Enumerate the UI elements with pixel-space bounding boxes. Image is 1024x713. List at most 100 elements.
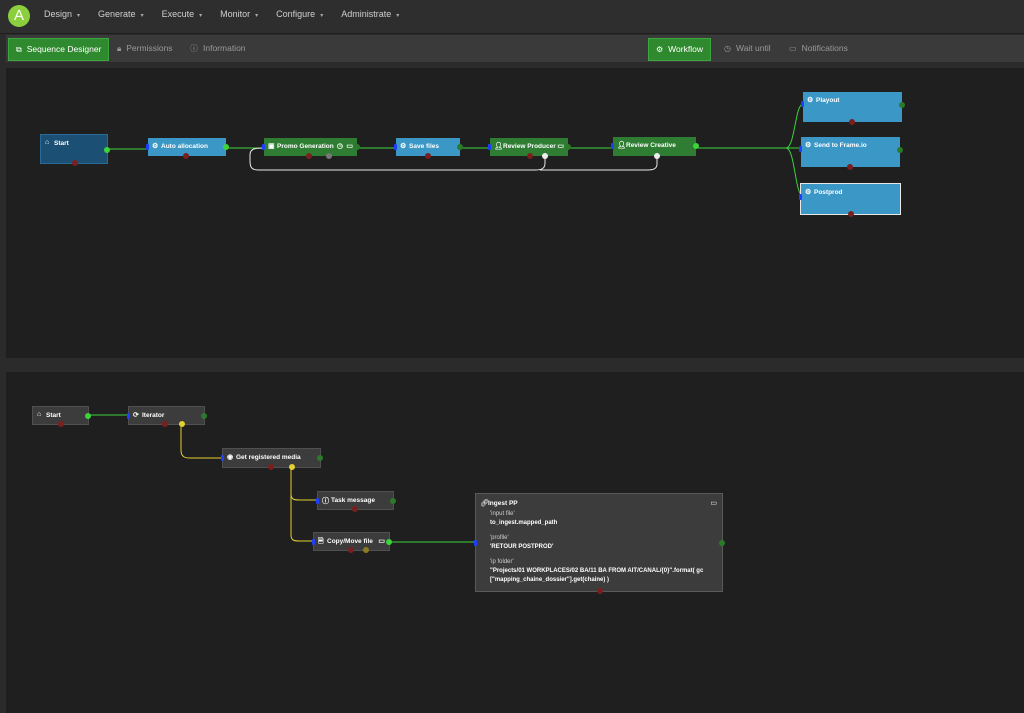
gear-icon: ⚙ xyxy=(805,189,812,196)
error-port[interactable] xyxy=(306,153,312,159)
user-icon: 👤︎ xyxy=(494,143,503,150)
menu-design[interactable]: Design▾ xyxy=(44,9,80,19)
input-port[interactable] xyxy=(474,540,477,546)
node-save-files[interactable]: ⚙Save files xyxy=(394,138,463,159)
comment-icon: ▭ xyxy=(346,143,353,150)
param-input-file-value: to_ingest.mapped_path xyxy=(490,520,558,526)
input-port[interactable] xyxy=(127,413,130,419)
menu-execute-label: Execute xyxy=(161,9,195,19)
node-start[interactable]: ⌂Start xyxy=(40,134,110,166)
menu-administrate[interactable]: Administrate▾ xyxy=(341,9,399,19)
timeout-port[interactable] xyxy=(326,153,332,159)
output-port[interactable] xyxy=(565,144,571,150)
node-send-to-frameio[interactable]: ⚙Send to Frame.io xyxy=(799,137,903,170)
menu-configure[interactable]: Configure▾ xyxy=(276,9,323,19)
node-auto-allocation[interactable]: ⚙Auto allocation xyxy=(146,138,229,159)
menu-generate[interactable]: Generate▾ xyxy=(98,9,144,19)
error-port[interactable] xyxy=(848,211,854,217)
error-port[interactable] xyxy=(527,153,533,159)
tab-sequence-designer-label: Sequence Designer xyxy=(26,44,102,54)
chevron-down-icon: ▾ xyxy=(77,13,81,19)
info-icon: ⓘ xyxy=(190,44,198,53)
error-port[interactable] xyxy=(183,153,189,159)
input-port[interactable] xyxy=(799,146,802,152)
input-port[interactable] xyxy=(799,194,802,200)
error-port[interactable] xyxy=(352,506,358,512)
tab-sequence-designer[interactable]: ⧉ Sequence Designer xyxy=(8,38,110,61)
output-port[interactable] xyxy=(223,144,229,150)
top-menu-bar: A Design▾ Generate▾ Execute▾ Monitor▾ Co… xyxy=(0,0,1024,34)
node-postprod[interactable]: ⚙Postprod xyxy=(799,183,901,217)
main-menu: Design▾ Generate▾ Execute▾ Monitor▾ Conf… xyxy=(44,9,417,19)
refresh-icon: ⟳ xyxy=(133,412,139,419)
error-port[interactable] xyxy=(72,160,78,166)
input-port[interactable] xyxy=(394,144,397,150)
error-port[interactable] xyxy=(58,421,64,427)
input-port[interactable] xyxy=(611,143,614,149)
error-port[interactable] xyxy=(348,547,354,553)
input-port[interactable] xyxy=(146,144,149,150)
reject-port[interactable] xyxy=(542,153,548,159)
error-port[interactable] xyxy=(268,464,274,470)
home-icon: ⌂ xyxy=(45,139,50,146)
output-port[interactable] xyxy=(317,455,323,461)
reject-port[interactable] xyxy=(654,153,660,159)
input-port[interactable] xyxy=(801,101,804,107)
loop-port[interactable] xyxy=(289,464,295,470)
tab-notifications[interactable]: ▭Notifications xyxy=(782,38,855,59)
info-icon: ⓘ xyxy=(322,498,329,505)
menu-configure-label: Configure xyxy=(276,9,316,19)
node-copy-move-file[interactable]: 🗎︎Copy/Move file ▭ xyxy=(312,532,392,553)
menu-execute[interactable]: Execute▾ xyxy=(162,9,203,19)
error-port[interactable] xyxy=(162,421,168,427)
param-ip-folder-key: 'ip folder' xyxy=(490,559,514,565)
node-get-registered-media[interactable]: ◉Get registered media xyxy=(221,448,323,470)
tab-workflow[interactable]: ⚙Workflow xyxy=(648,38,711,61)
output-port[interactable] xyxy=(201,413,207,419)
tab-workflow-label: Workflow xyxy=(668,44,703,54)
wire-iterator-getmedia xyxy=(180,427,222,459)
node-promo-generation[interactable]: ▣Promo Generation ◷ ▭ xyxy=(262,138,360,159)
skip-port[interactable] xyxy=(363,547,369,553)
file-icon: 🗎︎ xyxy=(318,538,324,545)
input-port[interactable] xyxy=(312,539,315,545)
loop-port[interactable] xyxy=(179,421,185,427)
param-ip-folder-value-line1: "Projects/01 WORKPLACES/02 BA/11 BA FROM… xyxy=(490,568,704,574)
output-port[interactable] xyxy=(386,539,392,545)
node-seq-start[interactable]: ⌂Start xyxy=(32,406,91,427)
input-port[interactable] xyxy=(221,455,224,461)
node-postprod-label: Postprod xyxy=(814,189,843,196)
error-port[interactable] xyxy=(597,588,603,594)
sequence-icon: ⧉ xyxy=(16,45,22,54)
input-port[interactable] xyxy=(262,144,265,150)
output-port[interactable] xyxy=(354,144,360,150)
output-port[interactable] xyxy=(390,498,396,504)
output-port[interactable] xyxy=(897,147,903,153)
input-port[interactable] xyxy=(488,144,491,150)
tab-permissions[interactable]: 🔒︎Permissions xyxy=(110,38,180,59)
output-port[interactable] xyxy=(899,102,905,108)
node-iterator[interactable]: ⟳Iterator xyxy=(127,406,207,427)
error-port[interactable] xyxy=(847,164,853,170)
output-port[interactable] xyxy=(104,147,110,153)
node-review-creative[interactable]: 👤︎Review Creative xyxy=(611,137,699,159)
app-logo[interactable]: A xyxy=(8,5,30,27)
output-port[interactable] xyxy=(693,143,699,149)
node-get-registered-media-label: Get registered media xyxy=(236,454,301,461)
input-port[interactable] xyxy=(316,498,319,504)
menu-monitor[interactable]: Monitor▾ xyxy=(220,9,258,19)
node-playout[interactable]: ⚙Playout xyxy=(801,92,905,125)
output-port[interactable] xyxy=(719,540,725,546)
output-port[interactable] xyxy=(457,144,463,150)
node-ingest-pp[interactable]: 🔗︎ Ingest PP ▭ 'input file' to_ingest.ma… xyxy=(474,493,725,594)
error-port[interactable] xyxy=(425,153,431,159)
node-review-producer[interactable]: 👤︎Review Producer ▭ xyxy=(488,138,571,159)
tab-wait-until[interactable]: ◷Wait until xyxy=(717,38,778,59)
output-port[interactable] xyxy=(85,413,91,419)
wire-loop-producer xyxy=(249,147,546,171)
error-port[interactable] xyxy=(849,119,855,125)
